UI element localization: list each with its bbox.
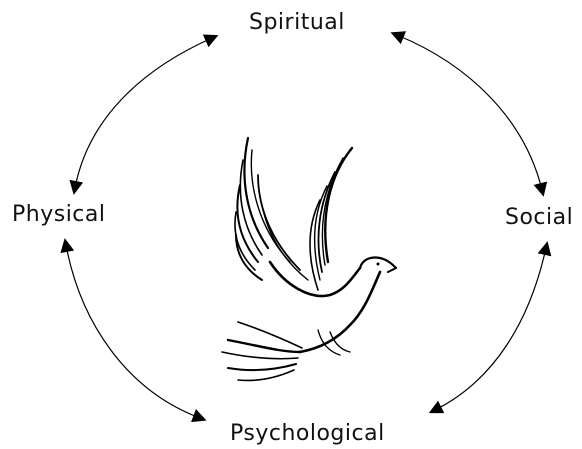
dove-icon	[222, 138, 396, 381]
arrow-social-psychological	[435, 248, 546, 410]
node-label-psychological: Psychological	[230, 423, 385, 445]
node-label-physical: Physical	[12, 204, 106, 226]
arrow-spiritual-social	[397, 35, 542, 190]
arrow-spiritual-physical	[75, 38, 212, 188]
node-label-social: Social	[505, 207, 573, 229]
arrow-physical-psychological	[66, 245, 200, 418]
node-label-spiritual: Spiritual	[249, 12, 345, 34]
